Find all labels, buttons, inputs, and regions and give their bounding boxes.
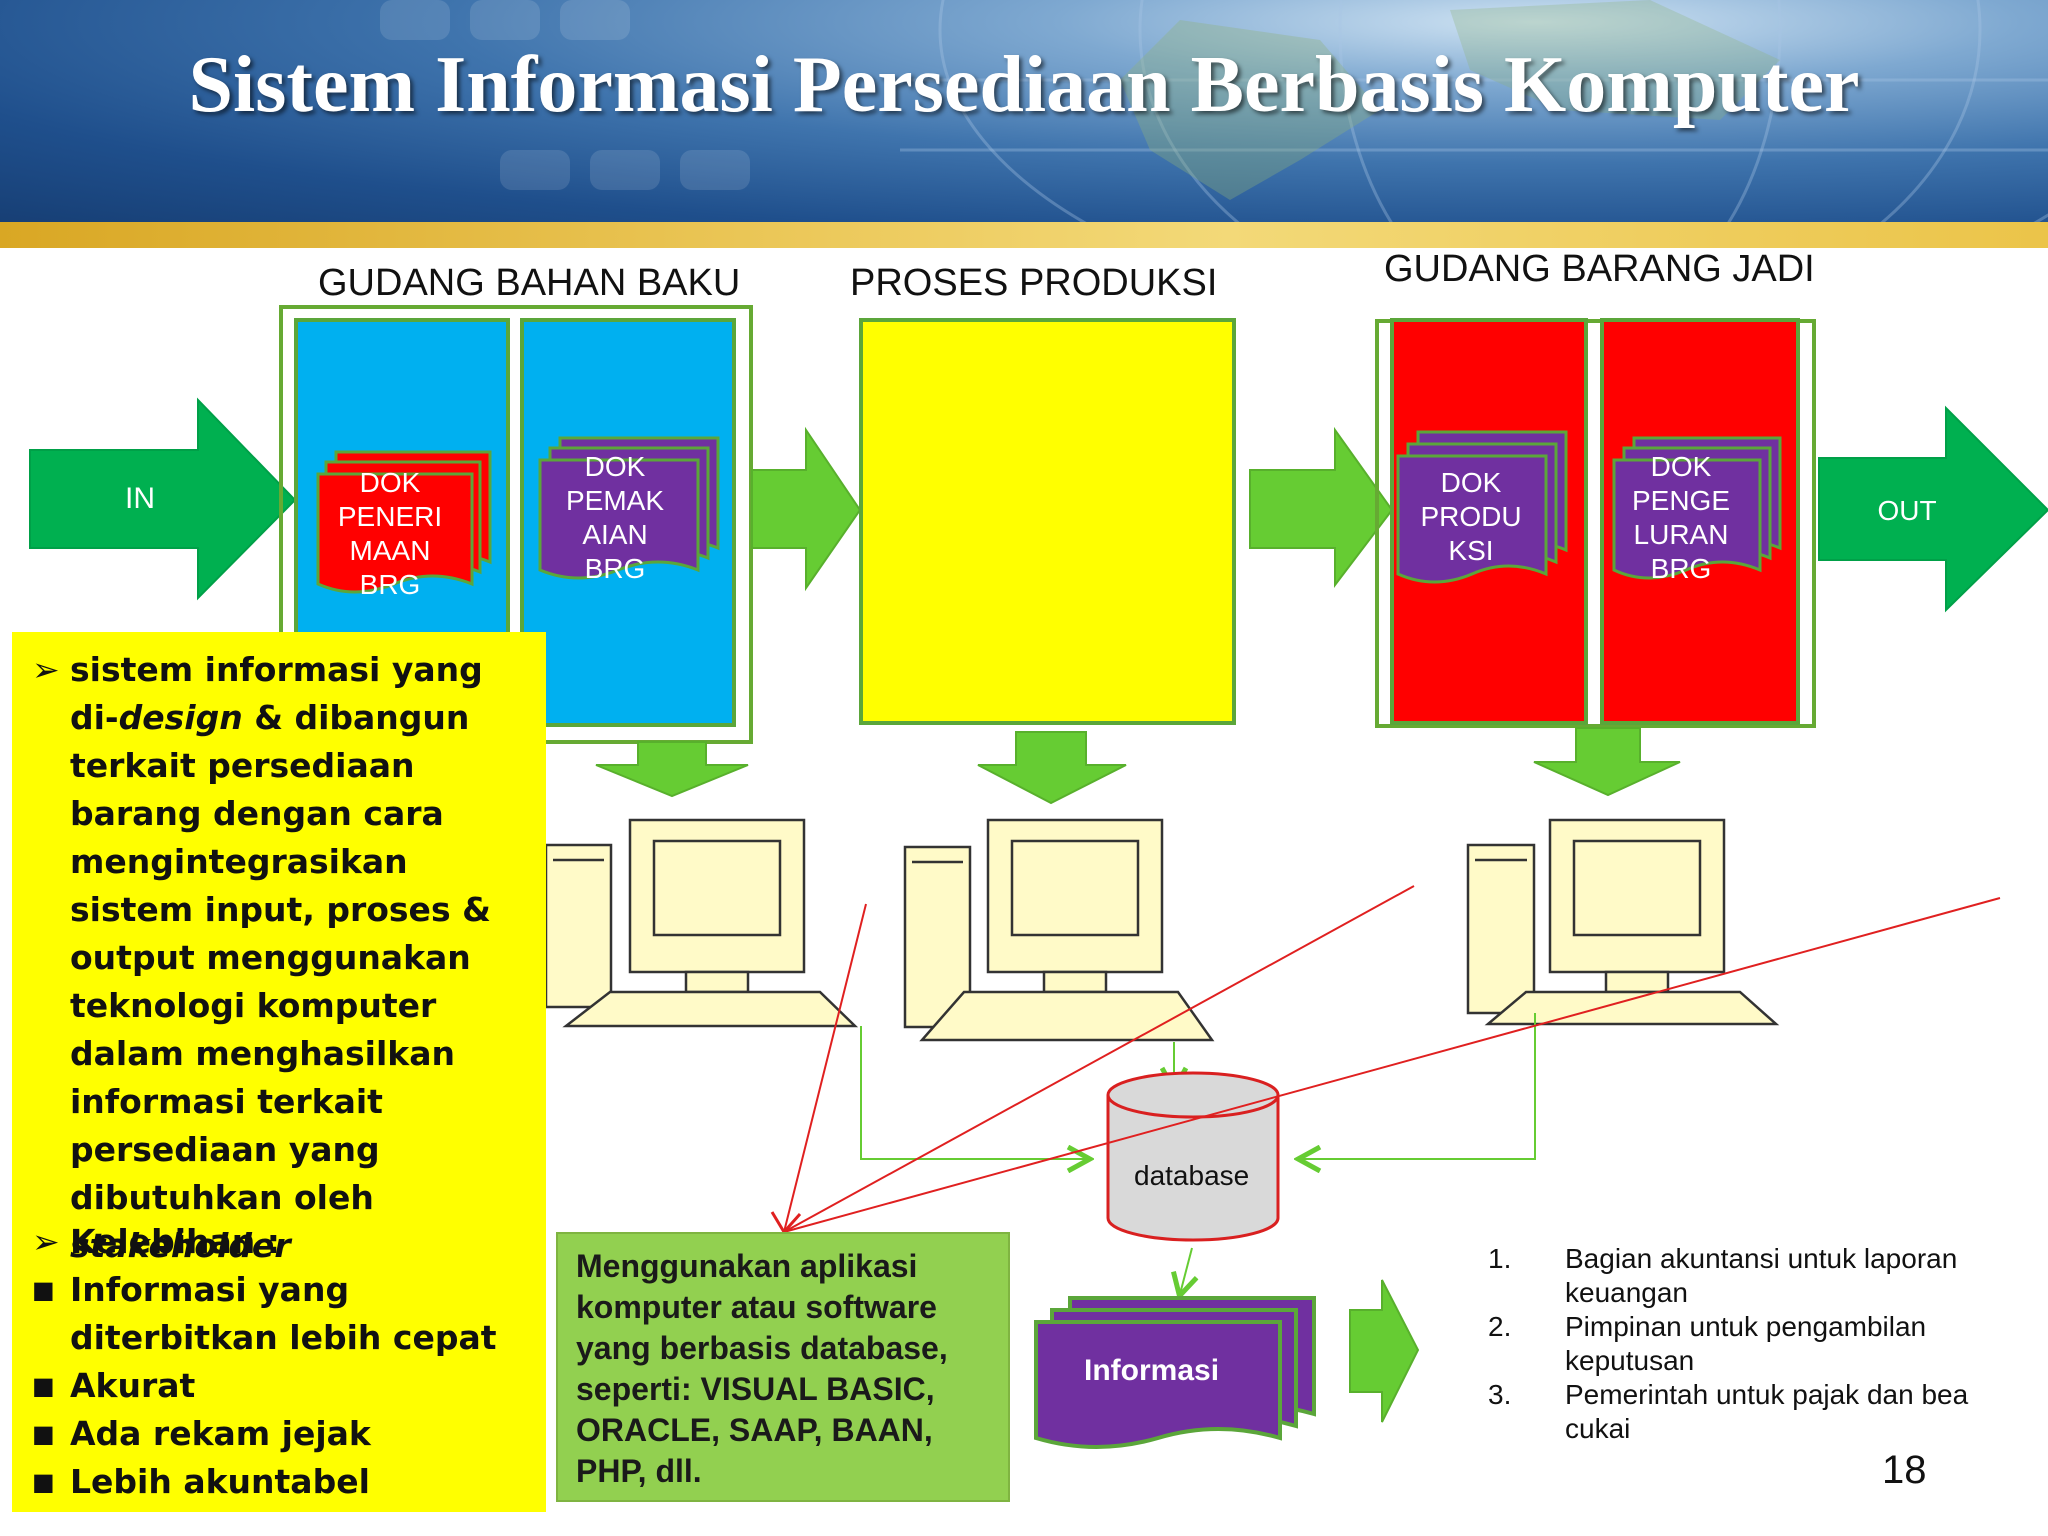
square-bullet-icon: ■ <box>32 1372 55 1400</box>
production-box <box>859 318 1236 725</box>
finished-down-arrow <box>1533 727 1681 797</box>
in-arrow <box>29 397 297 601</box>
stakeholder-number: 3. <box>1488 1379 1512 1410</box>
database-label: database <box>1134 1160 1250 1191</box>
informasi-label: Informasi <box>1084 1354 1220 1387</box>
finished-warehouse-frame <box>1375 319 1816 728</box>
stakeholder-number: 1. <box>1488 1243 1512 1274</box>
computer-icon-finished <box>1466 818 1780 1026</box>
production-down-arrow <box>977 731 1127 805</box>
description-box: ➢ sistem informasi yang di-design & diba… <box>12 632 546 1512</box>
informasi-to-stakeholders-arrow <box>1349 1279 1420 1423</box>
raw-warehouse-label: GUDANG BAHAN BAKU <box>318 262 741 304</box>
stakeholder-number: 2. <box>1488 1311 1512 1342</box>
stakeholder-text: Pimpinan untuk pengambilan keputusan <box>1565 1311 1927 1376</box>
advantage-item: Lebih akuntabel <box>70 1462 370 1501</box>
advantage-item: Akurat <box>70 1366 196 1405</box>
out-arrow <box>1818 405 2048 613</box>
stakeholder-text: Pemerintah untuk pajak dan bea cukai <box>1565 1379 1969 1444</box>
header-gold-stripe <box>0 222 2048 248</box>
software-note-text: Menggunakan aplikasi komputer atau softw… <box>576 1248 948 1489</box>
production-label: PROSES PRODUKSI <box>850 262 1218 304</box>
connector-db-to-informasi <box>1180 1247 1192 1294</box>
software-note-box: Menggunakan aplikasi komputer atau softw… <box>556 1232 1010 1502</box>
receipt-document-stack <box>316 450 492 594</box>
advantage-item: Informasi yang diterbitkan lebih cepat <box>70 1270 497 1357</box>
page-title: Sistem Informasi Persediaan Berbasis Kom… <box>188 41 1860 129</box>
raw-down-arrow <box>595 741 749 798</box>
out-label: OUT <box>1877 495 1937 526</box>
advantage-item: Ada rekam jejak <box>70 1414 371 1453</box>
square-bullet-icon: ■ <box>32 1276 55 1304</box>
production-document-stack <box>1396 430 1568 584</box>
stakeholder-text: Bagian akuntansi untuk laporan keuangan <box>1565 1243 1958 1308</box>
square-bullet-icon: ■ <box>32 1420 55 1448</box>
connector-raw-to-db <box>860 1026 1088 1159</box>
production-to-finished-arrow <box>1249 426 1394 588</box>
globe-background-graphic <box>380 0 2048 222</box>
arrow-bullet-icon: ➢ <box>32 650 60 689</box>
raw-to-production-arrow <box>751 426 862 592</box>
computer-icon-raw <box>544 818 859 1028</box>
square-bullet-icon: ■ <box>32 1468 55 1496</box>
header-banner <box>0 0 2048 222</box>
computer-icon-production <box>903 818 1215 1042</box>
advantages-heading: Kelebihan : <box>70 1222 280 1261</box>
in-label: IN <box>125 482 155 515</box>
release-document-stack <box>1612 436 1782 580</box>
database-cylinder <box>1106 1071 1280 1242</box>
informasi-document-stack <box>1034 1296 1316 1449</box>
page-number: 18 <box>1882 1448 1927 1492</box>
finished-warehouse-label: GUDANG BARANG JADI <box>1384 248 1815 290</box>
usage-document-stack <box>538 436 720 580</box>
arrow-bullet-icon: ➢ <box>32 1222 60 1261</box>
connector-finished-to-db <box>1300 1013 1536 1159</box>
intro-paragraph: sistem informasi yang di-design & dibang… <box>70 650 491 1265</box>
